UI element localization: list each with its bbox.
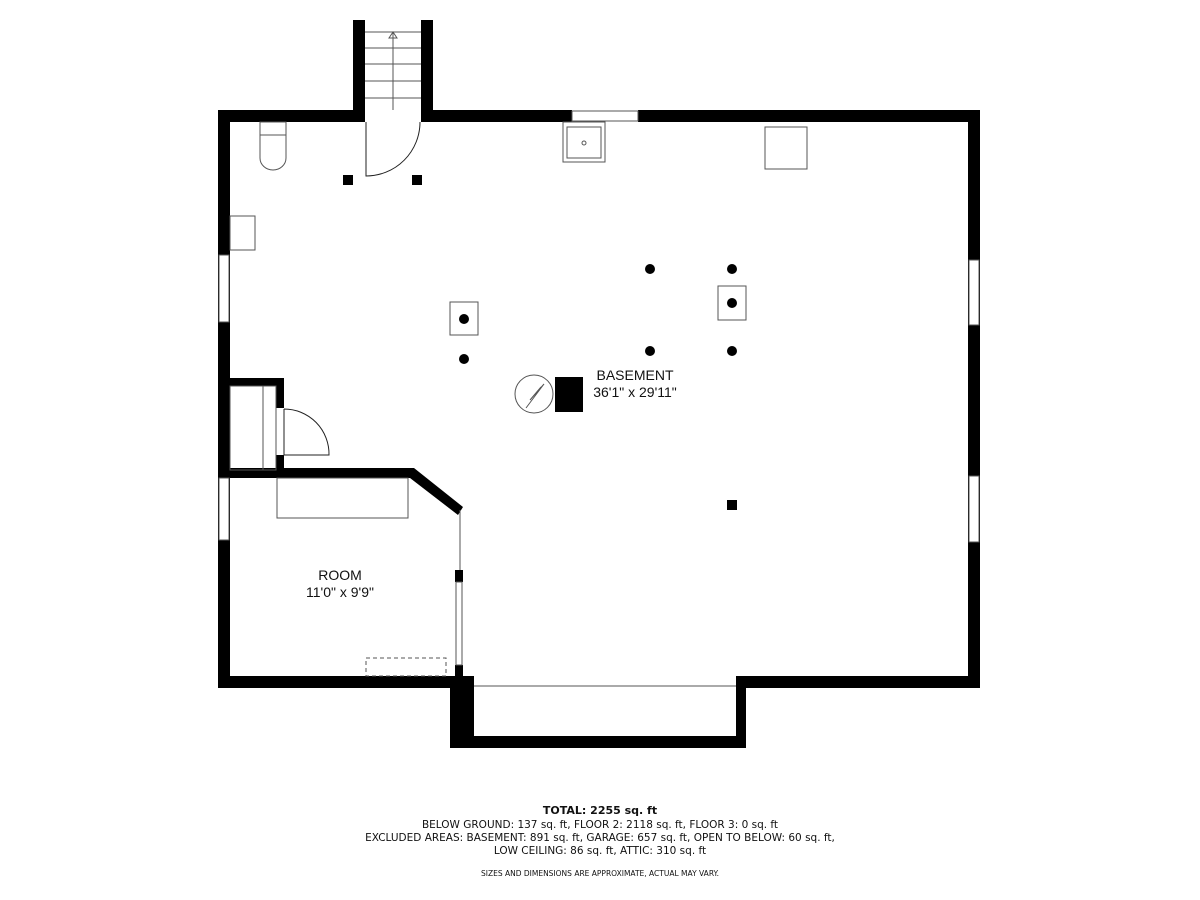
room-wall-top xyxy=(218,468,463,515)
room-name: ROOM xyxy=(318,567,362,583)
basement-name: BASEMENT xyxy=(596,367,674,383)
closet-wall-lower xyxy=(276,455,284,477)
room-wall-right-stub xyxy=(455,570,463,582)
stair-wall-left xyxy=(353,20,365,120)
windows xyxy=(218,110,980,666)
wall-left xyxy=(218,110,230,688)
basement-dimensions: 36'1" x 29'11" xyxy=(593,384,677,400)
disclaimer: SIZES AND DIMENSIONS ARE APPROXIMATE, AC… xyxy=(480,869,719,878)
stairs xyxy=(365,31,736,687)
wall-top-right xyxy=(638,110,980,122)
room-wall-right-lower xyxy=(455,665,463,680)
wall-bump-bottom xyxy=(450,736,746,748)
toilet-tank-icon xyxy=(259,121,287,136)
walls xyxy=(218,20,980,748)
wall-bump-right xyxy=(736,676,746,748)
room-dashed-area xyxy=(365,657,447,677)
room-dimensions: 11'0" x 9'9" xyxy=(306,584,374,600)
doors xyxy=(283,121,421,456)
furnace-icon xyxy=(555,377,583,412)
posts xyxy=(343,175,737,510)
toilet-bowl-icon xyxy=(259,135,287,171)
door-stairs xyxy=(365,121,421,177)
stair-arrow-head-icon xyxy=(388,31,398,39)
room-label: ROOM 11'0" x 9'9" xyxy=(285,567,395,601)
area-breakdown-2: EXCLUDED AREAS: BASEMENT: 891 sq. ft, GA… xyxy=(365,832,835,844)
wall-right xyxy=(968,110,980,688)
shelf-left xyxy=(229,215,256,251)
closet-wall-upper xyxy=(276,378,284,408)
area-breakdown-3: LOW CEILING: 86 sq. ft, ATTIC: 310 sq. f… xyxy=(493,845,707,857)
window-right-upper xyxy=(968,259,980,326)
wall-top-left xyxy=(218,110,365,122)
total-area: TOTAL: 2255 sq. ft xyxy=(542,804,658,817)
basement-label: BASEMENT 36'1" x 29'11" xyxy=(580,367,690,401)
water-heater-icon xyxy=(514,374,554,414)
post-box-1 xyxy=(449,301,479,336)
post-box-2 xyxy=(717,285,747,321)
wall-bottom-right xyxy=(736,676,980,688)
room-counter xyxy=(276,477,409,519)
window-left-lower xyxy=(218,477,230,541)
window-room-right xyxy=(455,581,463,666)
sink-icon xyxy=(562,121,606,163)
fixtures xyxy=(229,121,808,677)
window-left-upper xyxy=(218,254,230,323)
door-closet xyxy=(283,408,330,456)
area-breakdown-1: BELOW GROUND: 137 sq. ft, FLOOR 2: 2118 … xyxy=(421,819,779,831)
wall-top-middle xyxy=(421,110,572,122)
window-right-lower xyxy=(968,475,980,543)
closet-shelf xyxy=(229,385,277,471)
closet-wall-top xyxy=(218,378,284,386)
stair-wall-right xyxy=(421,20,433,120)
appliance-box xyxy=(764,126,808,170)
window-top xyxy=(571,110,639,122)
wall-bottom-room xyxy=(218,676,462,688)
